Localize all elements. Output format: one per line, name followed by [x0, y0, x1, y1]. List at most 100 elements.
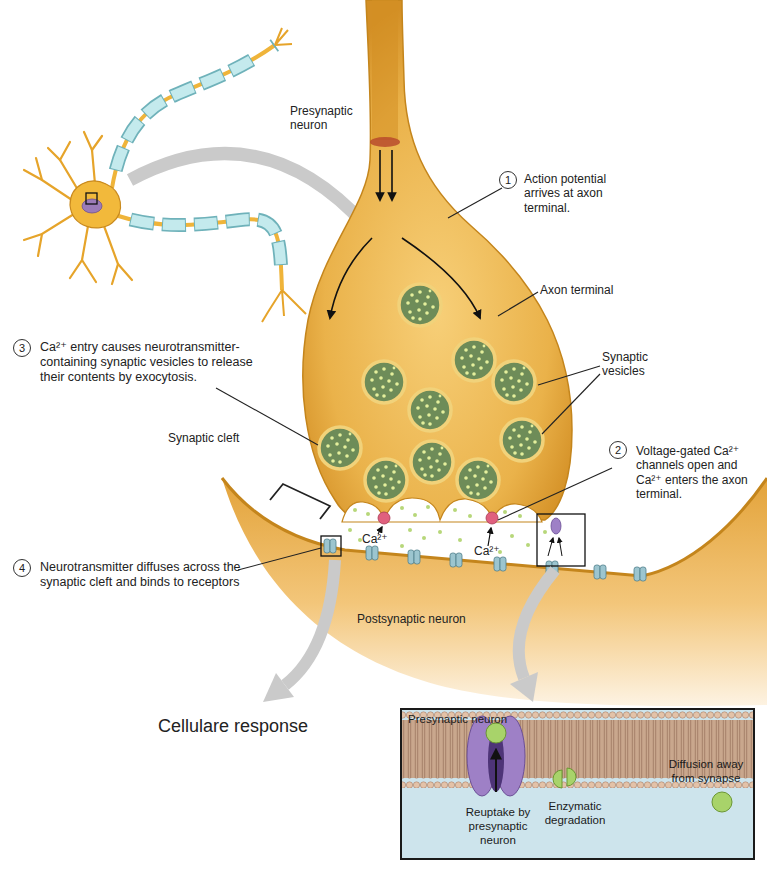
callout-number: 2 — [609, 441, 627, 459]
callout-number: 3 — [13, 339, 31, 357]
signal-arrow — [379, 150, 381, 200]
neurotransmitter-dot — [400, 506, 404, 510]
zoom-box — [321, 536, 341, 556]
leader-line — [542, 374, 600, 434]
neurotransmitter-dot — [413, 513, 417, 517]
myelin-sheath — [112, 45, 275, 188]
receptor — [494, 557, 506, 571]
reuptake-transporter — [551, 518, 561, 534]
neurotransmitter-dot — [408, 528, 412, 532]
signal-arrow — [391, 150, 393, 200]
zoom-box — [86, 193, 97, 204]
text-label: Action potential arrives at axon termina… — [524, 172, 624, 215]
synaptic-vesicle — [411, 441, 453, 483]
neurotransmitter — [712, 792, 732, 812]
zoom-arrow-head — [263, 673, 294, 702]
neuron-overview — [24, 28, 306, 322]
dendrite — [104, 226, 118, 284]
text-label: Axon terminal — [540, 283, 640, 297]
neurotransmitter-dot — [510, 534, 514, 538]
leader-line — [498, 468, 612, 520]
dendrite — [84, 132, 95, 184]
synaptic-vesicle — [501, 419, 543, 461]
myelin-sheath — [115, 215, 282, 290]
synaptic-vesicle — [363, 361, 405, 403]
reuptake-arrow — [559, 538, 562, 556]
axon-terminal-branch — [275, 28, 292, 45]
cleft-bracket — [270, 484, 330, 519]
exocytosis-pocket — [342, 498, 542, 522]
synaptic-vesicle — [365, 459, 407, 501]
leader-lines — [216, 188, 612, 570]
inset-label: Reuptake by presynaptic neuron — [454, 806, 542, 847]
dendrite — [60, 142, 70, 160]
text-label: Synaptic vesicles — [602, 350, 664, 379]
zoom-arrow — [519, 570, 555, 678]
receptor — [634, 567, 646, 581]
reuptake-arrows — [548, 538, 562, 556]
postsynaptic-neuron — [222, 478, 767, 706]
degraded-neurotransmitter — [567, 768, 576, 786]
calcium-arrow — [488, 528, 491, 546]
calcium-influx-arrows — [378, 527, 491, 546]
neurotransmitter-dot — [438, 530, 442, 534]
inset-illustration — [400, 708, 755, 860]
leader-line — [238, 548, 321, 570]
extracellular-space — [400, 708, 755, 860]
neurotransmitter — [486, 723, 506, 743]
dendrite — [24, 214, 74, 240]
neurotransmitter-dot — [422, 536, 426, 540]
zoom-arrow — [285, 560, 335, 685]
receptor — [450, 553, 462, 567]
axon — [112, 45, 275, 188]
neurotransmitter-dot — [543, 530, 547, 534]
inset-label: Enzymatic degradation — [538, 800, 612, 828]
neurotransmitter-dot — [458, 538, 462, 542]
inset-label: Presynaptic neuron — [408, 713, 538, 727]
neurotransmitter-dot — [503, 510, 507, 514]
neurotransmitter-dot — [358, 538, 362, 542]
calcium-channel — [486, 512, 498, 524]
leader-line — [498, 292, 538, 316]
inset-label: Diffusion away from synapse — [660, 758, 752, 786]
text-label: Ca²⁺ entry causes neurotransmitter-conta… — [40, 340, 278, 385]
axon-section — [370, 137, 400, 147]
synaptic-vesicle — [319, 427, 361, 469]
neurotransmitter-dot — [468, 514, 472, 518]
axon-core — [372, 0, 398, 140]
text-label: Ca²⁺ — [474, 544, 514, 558]
cell-body — [70, 181, 121, 228]
leader-line — [448, 188, 502, 218]
text-label: Ca²⁺ — [362, 532, 402, 546]
dendrite — [82, 260, 96, 282]
text-label: Cellulare response — [158, 716, 358, 738]
myelin-sheath — [115, 215, 282, 290]
dendrite — [70, 226, 88, 278]
dendrite — [118, 264, 132, 280]
dendrite — [24, 170, 72, 200]
callout-number: 4 — [13, 559, 31, 577]
synaptic-vesicle — [493, 361, 535, 403]
receptor — [594, 565, 606, 579]
neurotransmitter-dot — [453, 508, 457, 512]
receptor — [324, 539, 336, 553]
neurotransmitter-dot — [426, 505, 430, 509]
axon-terminal-branch — [262, 290, 306, 322]
text-label: Postsynaptic neuron — [357, 612, 497, 626]
leader-line — [538, 366, 600, 385]
reuptake-arrow — [548, 538, 553, 556]
dendrite — [36, 158, 42, 180]
zoom-arrow-head — [510, 672, 538, 702]
neurotransmitter-dot — [353, 508, 357, 512]
inset-panel: Presynaptic neuronReuptake by presynapti… — [400, 708, 755, 860]
degraded-neurotransmitter — [553, 770, 562, 788]
receptor — [408, 550, 420, 564]
axon — [115, 215, 282, 290]
neurotransmitter-dot — [366, 512, 370, 516]
signal-arrow — [330, 238, 372, 318]
neurotransmitter-dot — [400, 544, 404, 548]
